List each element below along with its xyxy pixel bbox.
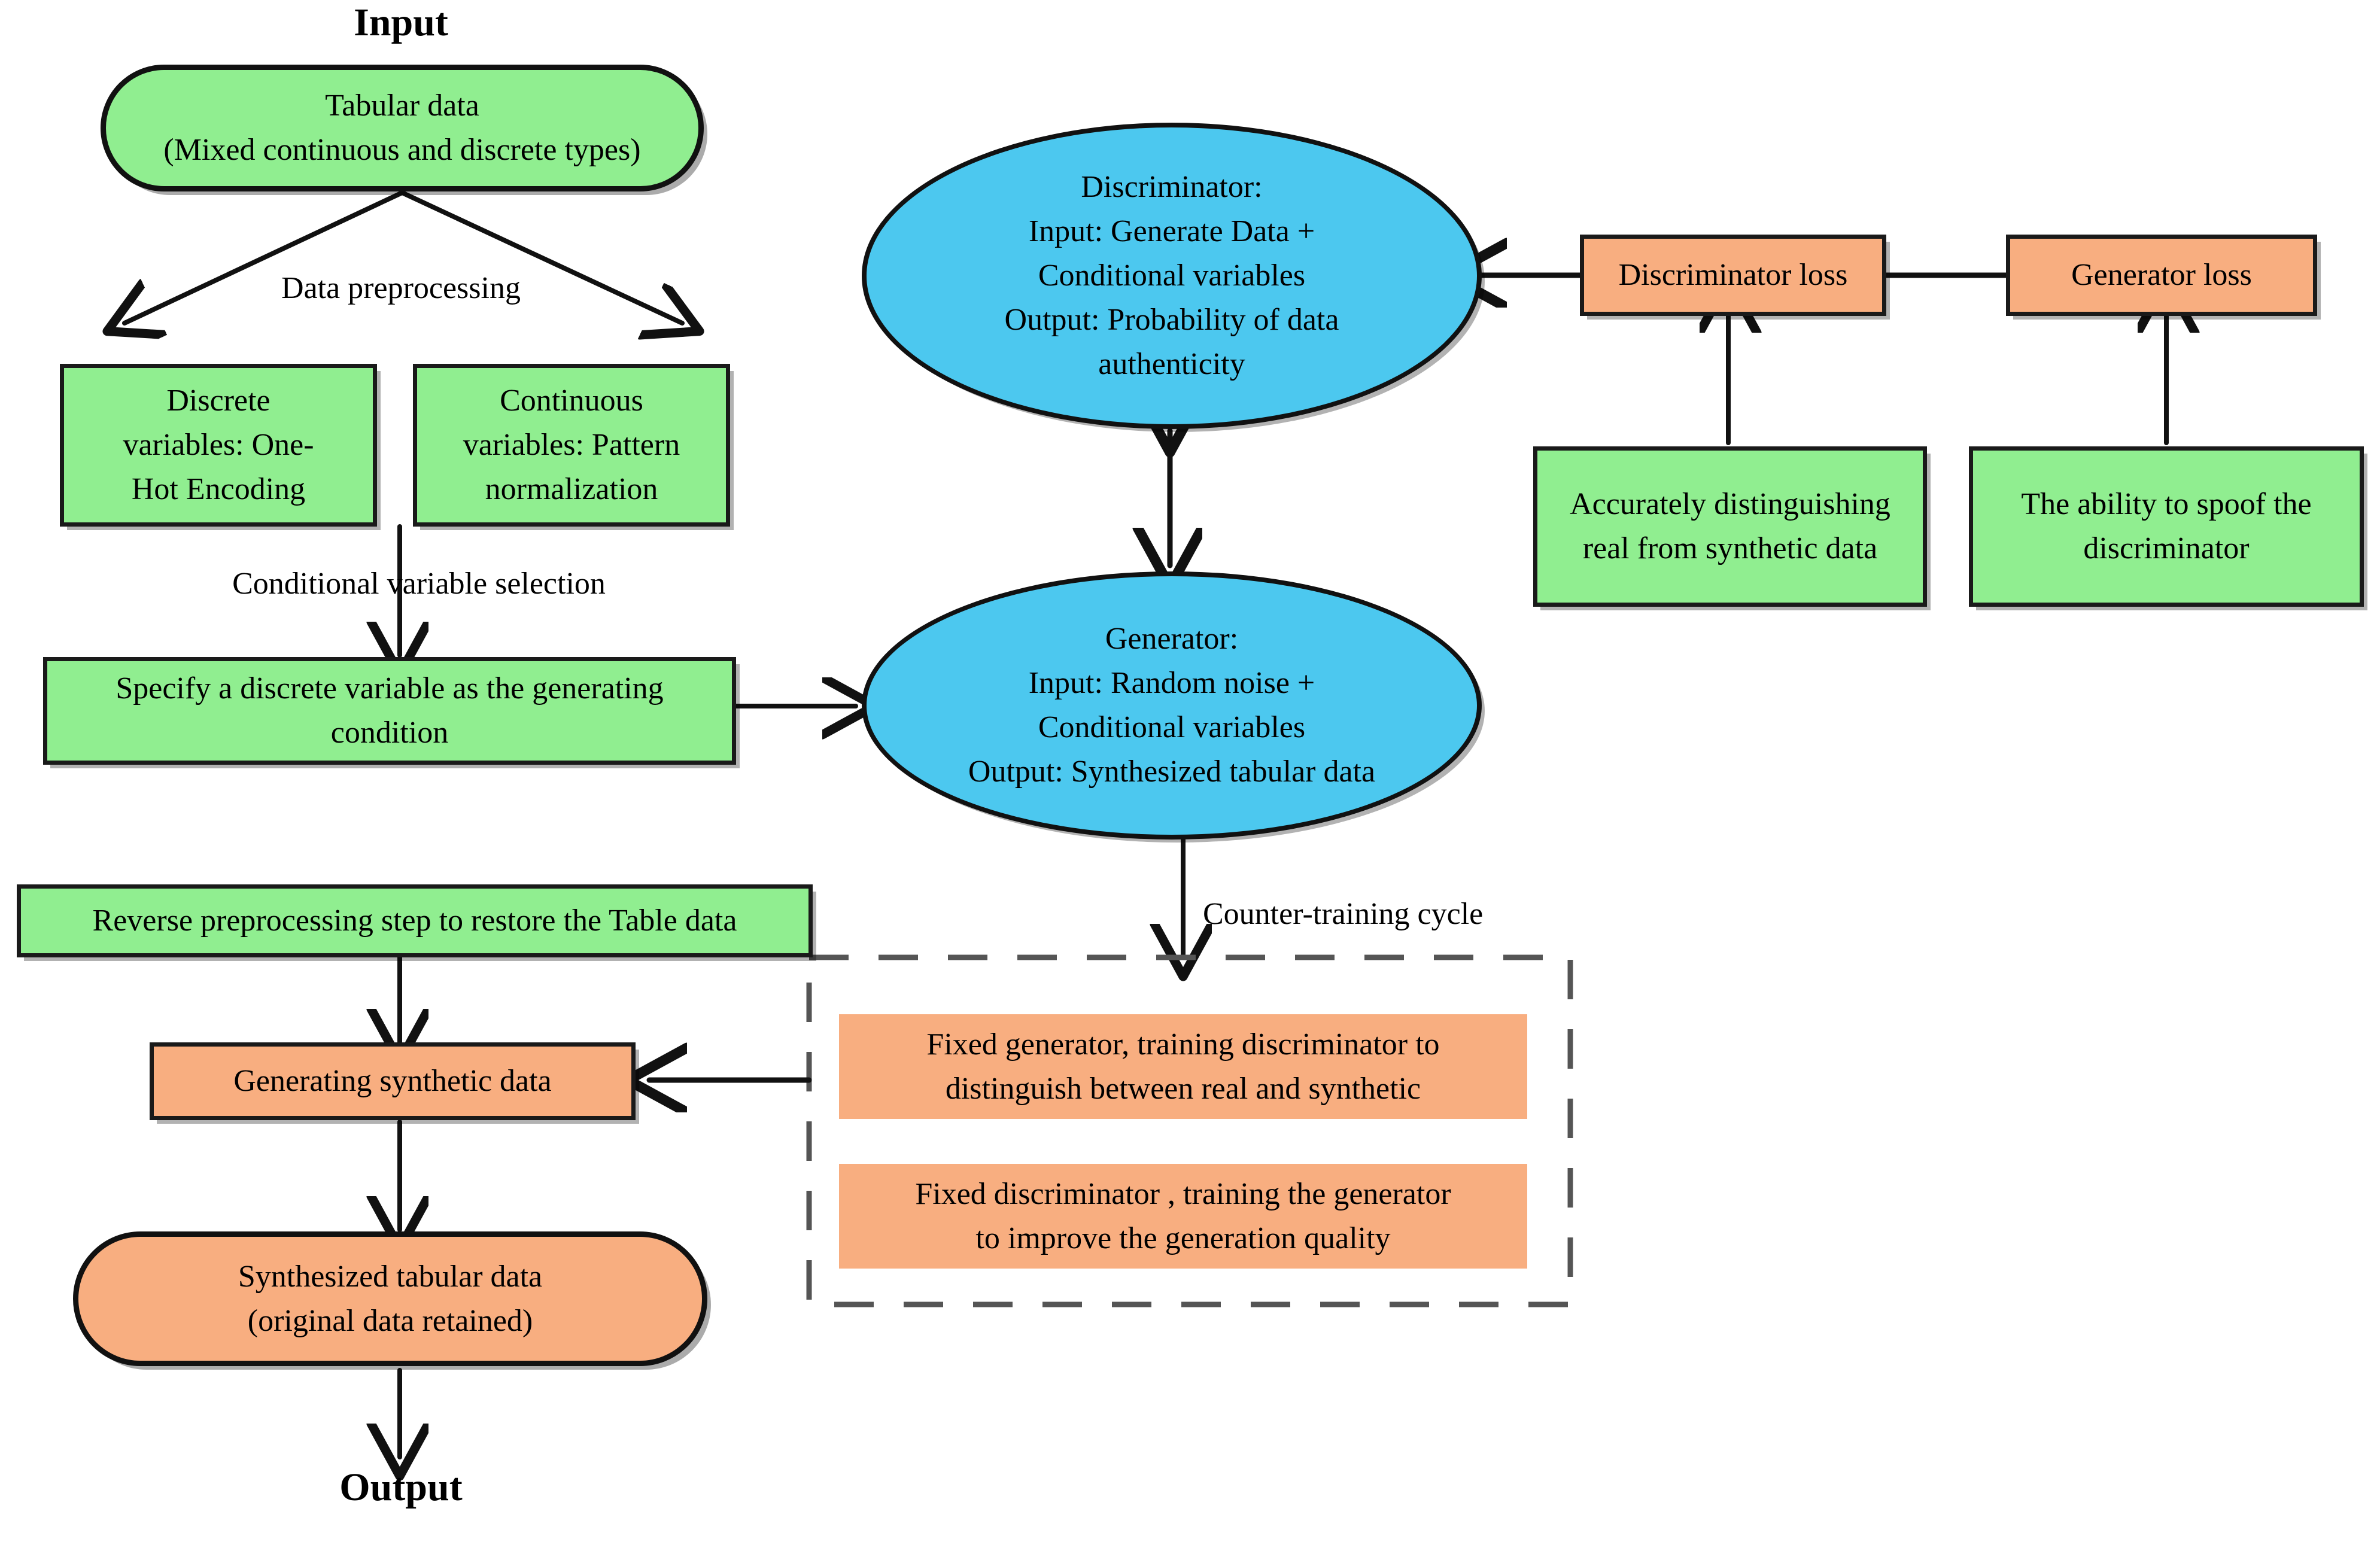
node-reverse-preprocessing[interactable]: Reverse preprocessing step to restore th… <box>17 884 813 957</box>
edge-label-conditional-variable-selection: Conditional variable selection <box>232 567 606 601</box>
node-input-tabular-data[interactable]: Tabular data (Mixed continuous and discr… <box>101 65 704 191</box>
node-cycle-step-train-generator[interactable]: Fixed discriminator , training the gener… <box>839 1164 1527 1269</box>
node-discriminator[interactable]: Discriminator: Input: Generate Data + Co… <box>862 123 1482 429</box>
node-discriminator-goal[interactable]: Accurately distinguishing real from synt… <box>1533 446 1927 607</box>
node-generator-loss[interactable]: Generator loss <box>2006 235 2317 316</box>
node-generator-goal[interactable]: The ability to spoof the discriminator <box>1969 446 2364 607</box>
edge-label-counter-training-cycle: Counter-training cycle <box>1203 897 1484 931</box>
node-synthesized-tabular-data[interactable]: Synthesized tabular data (original data … <box>73 1231 707 1366</box>
page-title-input: Input <box>354 1 448 44</box>
node-generator[interactable]: Generator: Input: Random noise + Conditi… <box>862 571 1482 840</box>
page-title-output: Output <box>339 1465 463 1509</box>
node-discriminator-loss[interactable]: Discriminator loss <box>1580 235 1886 316</box>
node-cycle-step-train-discriminator[interactable]: Fixed generator, training discriminator … <box>839 1014 1527 1119</box>
node-specify-condition[interactable]: Specify a discrete variable as the gener… <box>43 657 736 765</box>
node-discrete-variables[interactable]: Discrete variables: One- Hot Encoding <box>60 364 377 527</box>
node-continuous-variables[interactable]: Continuous variables: Pattern normalizat… <box>413 364 730 527</box>
node-generating-synthetic-data[interactable]: Generating synthetic data <box>150 1042 636 1120</box>
edge-label-data-preprocessing: Data preprocessing <box>281 271 521 305</box>
